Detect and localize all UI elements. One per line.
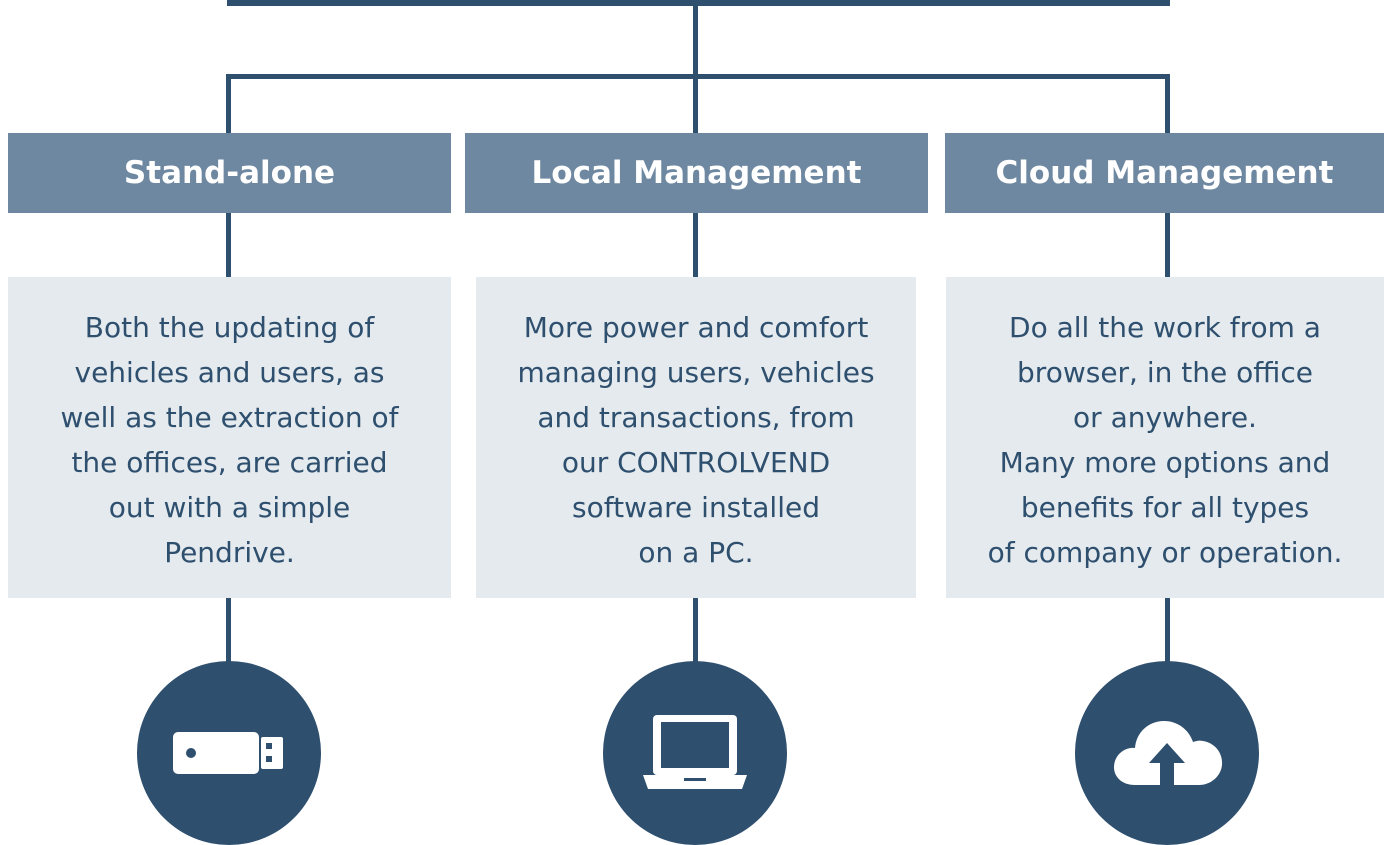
cloud-management-icon-circle (1075, 661, 1259, 845)
stand-alone-title: Stand-alone (123, 155, 336, 191)
local-management-description: More power and comfort managing users, v… (517, 310, 875, 569)
stand-alone-header: Stand-alone (8, 133, 451, 213)
cloud-management-description: Do all the work from a browser, in the o… (987, 310, 1343, 569)
local-management-description-box: More power and comfort managing users, v… (476, 277, 916, 598)
cloud-management-description-box: Do all the work from a browser, in the o… (946, 277, 1384, 598)
usb-pendrive-icon (173, 732, 283, 774)
center-trunk-connector (693, 6, 698, 76)
cloud-upload-icon (1113, 721, 1223, 787)
cloud-management-title: Cloud Management (995, 155, 1334, 191)
top-bar-connector (227, 0, 1170, 6)
stand-alone-description: Both the updating of vehicles and users,… (60, 310, 399, 569)
local-management-header: Local Management (465, 133, 928, 213)
branch-center-connector (693, 74, 698, 133)
cloud-management-header-to-desc-connector (1165, 213, 1170, 277)
horizontal-branch-connector (226, 74, 1170, 79)
stand-alone-header-to-desc-connector (226, 213, 231, 277)
local-management-icon-circle (603, 661, 787, 845)
stand-alone-description-box: Both the updating of vehicles and users,… (8, 277, 451, 598)
cloud-management-header: Cloud Management (945, 133, 1384, 213)
laptop-icon (643, 715, 747, 789)
stand-alone-desc-to-icon-connector (226, 598, 231, 668)
local-management-title: Local Management (531, 155, 862, 191)
stand-alone-icon-circle (137, 661, 321, 845)
cloud-management-desc-to-icon-connector (1165, 598, 1170, 668)
local-management-header-to-desc-connector (693, 213, 698, 277)
branch-right-connector (1165, 74, 1170, 133)
branch-left-connector (226, 74, 231, 133)
local-management-desc-to-icon-connector (693, 598, 698, 668)
